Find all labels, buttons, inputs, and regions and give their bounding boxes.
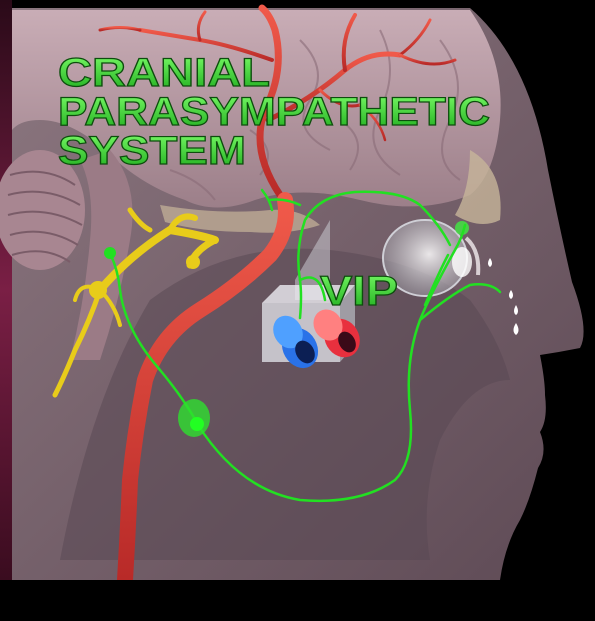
title-line-3: SYSTEM <box>58 129 246 173</box>
vip-label: VIP <box>320 267 398 314</box>
trigeminal-node <box>186 255 200 269</box>
title-line-2: PARASYMPATHETIC <box>58 90 490 134</box>
ganglion-core <box>190 417 204 431</box>
bottom-band <box>0 580 595 616</box>
superior-salivatory-nucleus <box>104 247 116 259</box>
trigeminal-ganglion <box>89 281 107 299</box>
left-frame-bar <box>0 0 12 580</box>
title-line-1: CRANIAL <box>58 51 270 95</box>
